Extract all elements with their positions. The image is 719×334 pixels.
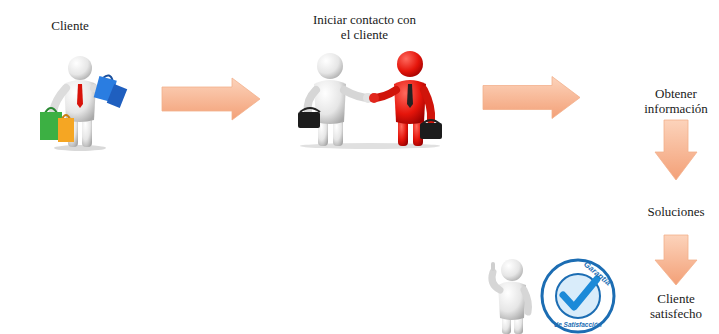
shopper-figure	[40, 56, 127, 151]
badge-text: Garantía	[576, 255, 618, 292]
block-arrow	[483, 77, 580, 119]
process-step: Cliente	[10, 50, 162, 150]
process-step: Obtener información	[580, 75, 717, 120]
process-step: Cliente satisfecho	[636, 285, 716, 330]
step-label: Cliente satisfecho	[636, 291, 716, 321]
thumbs-up-figure	[491, 259, 529, 334]
block-arrow	[655, 235, 697, 285]
step-label: Cliente	[38, 18, 102, 33]
block-arrow	[655, 120, 697, 180]
process-step: Soluciones	[636, 180, 716, 235]
step-label: Soluciones	[636, 204, 716, 219]
process-step: Iniciar contacto con el cliente	[260, 50, 483, 148]
step-label: Obtener información	[635, 86, 717, 116]
handshake-figure	[298, 51, 442, 149]
guarantee-badge	[542, 260, 614, 332]
block-arrow	[162, 78, 260, 120]
step-label: Iniciar contacto con el cliente	[312, 12, 417, 42]
badge-text: de Satisfacción	[548, 321, 608, 330]
